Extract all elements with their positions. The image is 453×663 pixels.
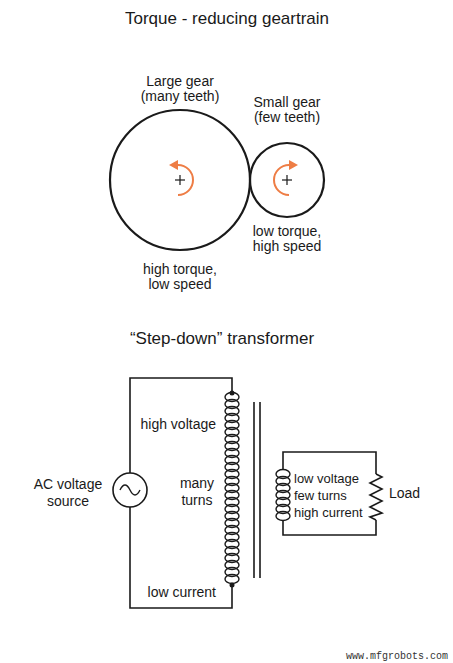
gear-property: high torque, low speed — [132, 262, 228, 292]
winding-label: low current — [116, 584, 216, 601]
gear-node: Large gear (many teeth) high torque, low … — [90, 74, 270, 294]
winding-label: high current — [294, 504, 366, 521]
winding-label: few turns — [294, 487, 366, 504]
gear-property: low torque, high speed — [240, 224, 334, 254]
terminal-dot — [230, 391, 235, 396]
terminal-dot — [230, 583, 235, 588]
gear-node: Small gear (few teeth) low torque, high s… — [240, 95, 334, 256]
winding-label: many turns — [172, 475, 222, 509]
load-label: Load — [389, 485, 439, 502]
resistor-symbol — [370, 474, 382, 520]
gear-circle — [110, 110, 250, 250]
primary-coil — [225, 393, 239, 584]
section-title: Torque - reducing geartrain — [77, 10, 377, 27]
gear-circle — [250, 143, 324, 217]
winding-label: high voltage — [116, 416, 216, 433]
gear-outline — [90, 74, 270, 294]
watermark: www.mfgrobots.com — [340, 648, 448, 663]
secondary-coil — [276, 470, 290, 521]
gear-name: Small gear (few teeth) — [240, 95, 334, 125]
secondary-wires — [283, 452, 382, 535]
winding-label: low voltage — [294, 470, 366, 487]
ac-source-symbol — [113, 473, 147, 507]
source-label: AC voltage source — [28, 476, 108, 510]
rotation-arrows — [169, 160, 298, 195]
transformer-core — [254, 402, 260, 578]
section-title: “Step-down” transformer — [72, 330, 372, 347]
gear-name: Large gear (many teeth) — [132, 74, 228, 104]
